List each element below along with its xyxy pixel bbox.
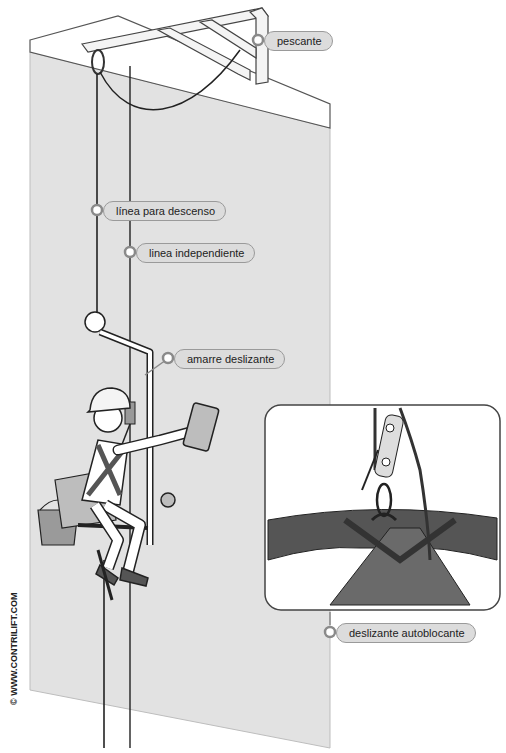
callout-label: linea independiente [136,243,255,263]
label-text: línea para descenso [116,205,215,217]
davit [82,8,268,84]
descender [85,312,105,332]
callout-label: pescante [264,31,333,51]
watermark: © WWW.CONTRILIFT.COM [9,592,19,705]
rope [100,50,240,110]
callout-label: amarre deslizante [174,349,285,369]
worker [82,388,219,600]
callout-label: línea para descenso [103,201,226,221]
inset-detail [265,405,500,610]
carabiner [92,50,104,74]
rope [96,74,98,312]
wall [30,52,330,748]
label-text: amarre deslizante [187,353,274,365]
callout-label: deslizante autoblocante [336,623,476,643]
label-text: pescante [277,35,322,47]
label-text: deslizante autoblocante [349,627,465,639]
label-text: linea independiente [149,247,244,259]
rope [103,560,105,748]
leader-dot [92,35,335,637]
